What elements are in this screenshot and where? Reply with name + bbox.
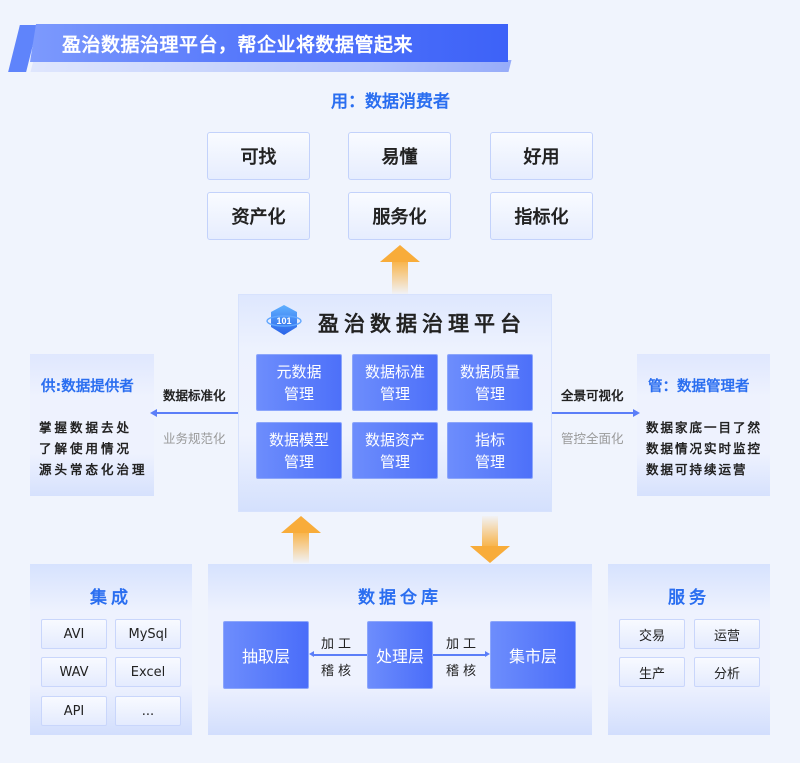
module-metadata[interactable]: 元数据 管理 [256, 354, 342, 411]
platform-logo-icon: 101 [266, 305, 302, 335]
platform-title: 盈治数据治理平台 [318, 312, 526, 336]
benefit-servitization: 服务化 [348, 192, 451, 240]
arrow-up-icon [280, 516, 322, 563]
provider-title: 供:数据提供者 [41, 379, 134, 395]
layer-mart[interactable]: 集市层 [490, 621, 576, 689]
service-chip-production[interactable]: 生产 [619, 657, 685, 687]
module-label-line1: 数据标准 [364, 362, 425, 381]
process-label-bottom: 稽核 [446, 664, 481, 679]
module-label-line2: 管理 [379, 384, 410, 403]
process-label-bottom: 稽核 [321, 664, 356, 679]
integration-chip-wav[interactable]: WAV [41, 657, 107, 687]
integration-chip-more[interactable]: ... [115, 696, 181, 726]
provider-line: 源头常态化治理 [39, 462, 148, 477]
process-label-top: 加工 [446, 637, 481, 652]
integration-chip-excel[interactable]: Excel [115, 657, 181, 687]
benefit-understandable: 易懂 [348, 132, 451, 180]
module-label-line1: 指标 [474, 430, 505, 449]
module-label-line2: 管理 [379, 452, 410, 471]
banner-title: 盈治数据治理平台，帮企业将数据管起来 [62, 34, 414, 56]
module-label-line1: 数据资产 [364, 430, 425, 449]
arrow-left-icon [309, 651, 314, 657]
integration-chip-avi[interactable]: AVI [41, 619, 107, 649]
module-label-line1: 数据模型 [268, 430, 329, 449]
extract-flow-line [313, 654, 367, 656]
arrow-up-icon [379, 245, 421, 294]
manager-flow-bottom: 管控全面化 [561, 431, 624, 446]
integration-title: 集成 [90, 588, 132, 608]
benefit-assetization: 资产化 [207, 192, 310, 240]
layer-extract[interactable]: 抽取层 [223, 621, 309, 689]
module-data-standard[interactable]: 数据标准 管理 [352, 354, 438, 411]
service-chip-operation[interactable]: 运营 [694, 619, 760, 649]
services-panel [608, 564, 770, 735]
layer-process[interactable]: 处理层 [367, 621, 433, 689]
provider-line: 了解使用情况 [39, 441, 133, 456]
module-data-quality[interactable]: 数据质量 管理 [447, 354, 533, 411]
manager-line: 数据家底一目了然 [646, 420, 763, 435]
manager-panel [637, 354, 770, 496]
integration-chip-mysql[interactable]: MySql [115, 619, 181, 649]
logo-text: 101 [276, 316, 291, 326]
benefit-metricization: 指标化 [490, 192, 593, 240]
module-label-line2: 管理 [474, 452, 505, 471]
provider-line: 掌握数据去处 [39, 420, 133, 435]
manager-title: 管：数据管理者 [648, 379, 750, 395]
service-chip-trade[interactable]: 交易 [619, 619, 685, 649]
provider-panel [30, 354, 154, 496]
arrow-right-icon [633, 409, 640, 417]
manager-flow-top: 全景可视化 [561, 388, 624, 403]
benefit-usable: 好用 [490, 132, 593, 180]
provider-flow-top: 数据标准化 [163, 388, 226, 403]
arrow-right-icon [485, 651, 490, 657]
integration-chip-api[interactable]: API [41, 696, 107, 726]
service-chip-analysis[interactable]: 分析 [694, 657, 760, 687]
arrow-down-icon [469, 516, 511, 563]
process-label-top: 加工 [321, 637, 356, 652]
module-label-line2: 管理 [283, 452, 314, 471]
manager-flow-line [552, 412, 635, 414]
module-metric[interactable]: 指标 管理 [447, 422, 533, 479]
module-data-model[interactable]: 数据模型 管理 [256, 422, 342, 479]
module-label-line2: 管理 [474, 384, 505, 403]
arrow-left-icon [150, 409, 157, 417]
consumer-title: 用：数据消费者 [331, 92, 450, 112]
banner-bar [30, 24, 508, 62]
benefit-findable: 可找 [207, 132, 310, 180]
provider-flow-bottom: 业务规范化 [163, 431, 226, 446]
manager-line: 数据情况实时监控 [646, 441, 763, 456]
module-data-asset[interactable]: 数据资产 管理 [352, 422, 438, 479]
module-label-line2: 管理 [283, 384, 314, 403]
manager-line: 数据可持续运营 [646, 462, 748, 477]
services-title: 服务 [668, 588, 710, 608]
module-label-line1: 元数据 [276, 362, 322, 381]
provider-flow-line [156, 412, 238, 414]
warehouse-title: 数据仓库 [358, 588, 442, 608]
mart-flow-line [433, 654, 485, 656]
module-label-line1: 数据质量 [459, 362, 520, 381]
